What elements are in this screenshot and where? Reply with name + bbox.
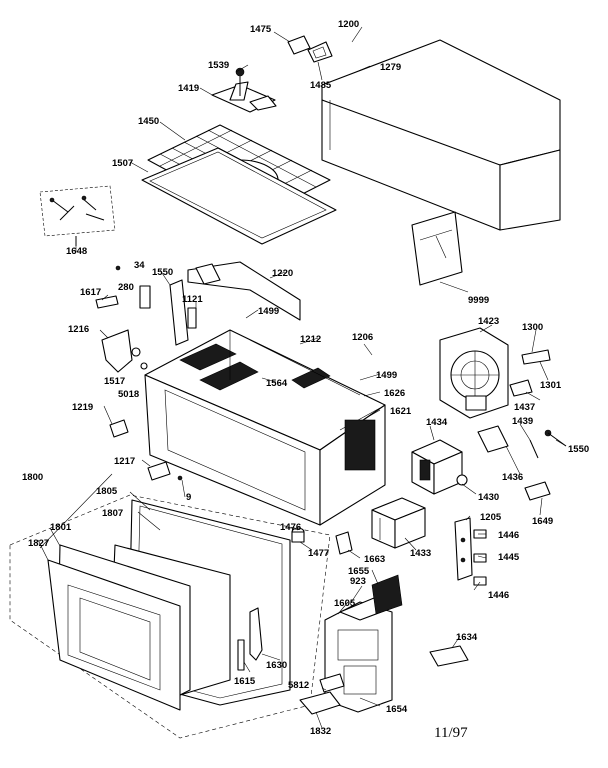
leader-lines [37, 26, 567, 729]
part-number-label: 1217 [114, 456, 135, 467]
part-number-label: 5812 [288, 680, 309, 691]
part-number-label: 1121 [182, 294, 203, 305]
part-number-label: 1475 [250, 24, 272, 35]
part-number-label: 1634 [456, 632, 478, 643]
part-number-label: 1564 [266, 378, 288, 389]
fan-motor-part [439, 327, 509, 419]
part-number-label: 1205 [480, 512, 502, 523]
part-number-label: 1436 [502, 472, 523, 483]
part-number-label: 1801 [50, 522, 72, 533]
part-number-label: 1499 [376, 370, 397, 381]
part-number-labels: 1475 1200 1485 1539 1279 1419 1450 1507 1648 1220… [22, 19, 589, 737]
door-assembly-part [9, 494, 331, 739]
part-number-label: 1827 [28, 538, 49, 549]
mounting-bracket-part [429, 645, 469, 667]
part-number-label: 1800 [22, 472, 43, 483]
part-number-label: 1476 [280, 522, 301, 533]
part-number-label: 5018 [118, 389, 139, 400]
part-number-label: 1206 [352, 332, 373, 343]
instruction-sheet-part [411, 211, 463, 286]
part-number-label: 1279 [380, 62, 401, 73]
part-number-label: 1434 [426, 417, 448, 428]
part-number-label: 1626 [384, 388, 405, 399]
part-number-label: 1550 [152, 267, 173, 278]
oven-cavity-part [144, 329, 386, 526]
part-number-label: 1437 [514, 402, 535, 413]
part-number-label: 1212 [300, 334, 321, 345]
cover-plate-part [287, 35, 333, 63]
drip-tray-part [141, 147, 337, 245]
door-latch-part [237, 607, 263, 671]
part-number-label: 9999 [468, 295, 489, 306]
part-number-label: 1654 [386, 704, 408, 715]
part-number-label: 1485 [310, 80, 332, 91]
part-number-label: 1439 [512, 416, 533, 427]
part-number-label: 1617 [80, 287, 101, 298]
part-number-label: 1445 [498, 552, 520, 563]
part-number-label: 34 [134, 260, 145, 271]
part-number-label: 1446 [498, 530, 519, 541]
part-number-label: 1648 [66, 246, 87, 257]
part-number-label: 1605 [334, 598, 356, 609]
part-number-label: 1550 [568, 444, 589, 455]
thermal-cutout-part [291, 527, 353, 555]
part-number-label: 1301 [540, 380, 562, 391]
control-panel-part [299, 574, 403, 715]
part-number-label: 1300 [522, 322, 543, 333]
part-number-label: 1446 [488, 590, 509, 601]
part-number-label: 1220 [272, 268, 293, 279]
part-number-label: 923 [350, 576, 366, 587]
part-number-label: 1433 [410, 548, 431, 559]
part-number-label: 1539 [208, 60, 229, 71]
part-number-label: 9 [186, 492, 191, 503]
part-number-label: 1216 [68, 324, 89, 335]
part-number-label: 1807 [102, 508, 123, 519]
part-number-label: 1200 [338, 19, 359, 30]
part-number-label: 1423 [478, 316, 499, 327]
part-number-label: 1615 [234, 676, 256, 687]
hardware-kit-part [39, 185, 116, 246]
part-number-label: 1621 [390, 406, 412, 417]
part-number-label: 1655 [348, 566, 370, 577]
small-components-left [95, 265, 197, 373]
part-number-label: 280 [118, 282, 134, 293]
part-number-label: 1517 [104, 376, 125, 387]
part-number-label: 1663 [364, 554, 385, 565]
magnetron-part [411, 439, 468, 495]
interlock-switch-part [454, 517, 487, 586]
part-number-label: 1477 [308, 548, 329, 559]
part-number-label: 1649 [532, 516, 553, 527]
part-number-label: 1805 [96, 486, 118, 497]
small-components-right [477, 349, 567, 501]
part-number-label: 1430 [478, 492, 499, 503]
date-stamp: 11/97 [434, 725, 468, 741]
part-number-label: 1499 [258, 306, 279, 317]
brackets-part [109, 419, 183, 481]
part-number-label: 1832 [310, 726, 331, 737]
vent-duct-part [169, 261, 301, 346]
part-number-label: 1630 [266, 660, 287, 671]
part-number-label: 1219 [72, 402, 93, 413]
outer-cabinet-part [321, 39, 561, 231]
transformer-part [371, 497, 426, 549]
part-number-label: 1507 [112, 158, 133, 169]
stirrer-fan-part [211, 67, 277, 113]
part-number-label: 1419 [178, 83, 199, 94]
part-number-label: 1450 [138, 116, 159, 127]
